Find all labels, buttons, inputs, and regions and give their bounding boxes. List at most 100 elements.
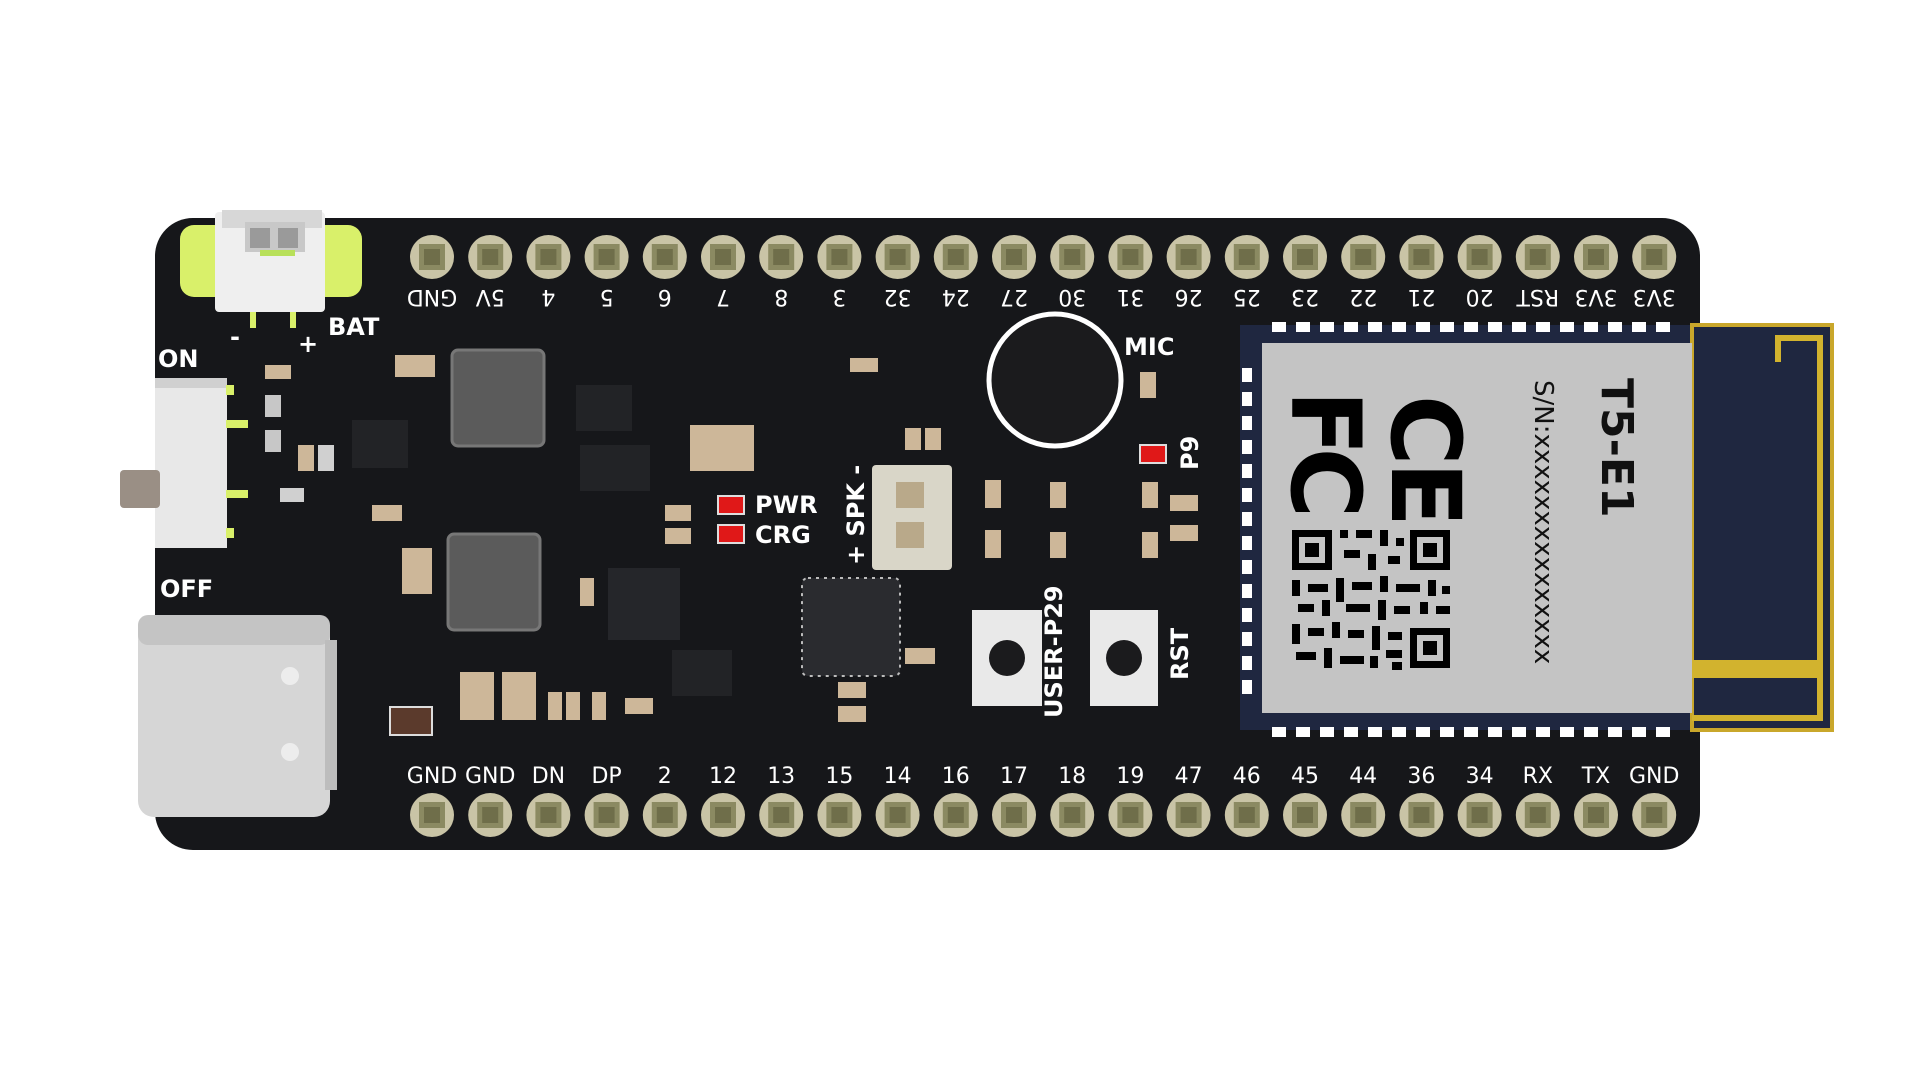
pin-label: 36: [1407, 764, 1435, 789]
ic-chip-1: [576, 385, 632, 431]
header-pin: [584, 793, 629, 837]
header-pin: [933, 235, 978, 279]
pin-label: 15: [825, 764, 853, 789]
module-castellation-bottom: [1272, 727, 1670, 737]
header-pin: [642, 235, 687, 279]
header-pin: [817, 235, 862, 279]
pin-label: 21: [1407, 284, 1435, 309]
header-pin: [875, 793, 920, 837]
pin-label: 32: [884, 284, 912, 309]
header-pin: [875, 235, 920, 279]
switch-on-label: ON: [158, 345, 199, 373]
passive-components: [265, 355, 1198, 736]
pin-label: 27: [1000, 284, 1028, 309]
bat-label: BAT: [328, 313, 380, 341]
pin-label: 2: [658, 764, 672, 789]
pin-label: 6: [658, 284, 672, 309]
pin-label: DP: [591, 764, 621, 789]
header-pin: [817, 793, 862, 837]
header-pin: [1166, 235, 1211, 279]
pin-label: 19: [1116, 764, 1144, 789]
header-pin: [1574, 235, 1618, 279]
pin-label: 47: [1175, 764, 1203, 789]
user-button[interactable]: [972, 610, 1042, 706]
header-pin: [410, 793, 454, 837]
pin-label: 46: [1233, 764, 1261, 789]
pin-label: 16: [942, 764, 970, 789]
header-pin: [933, 793, 978, 837]
bat-plus-label: +: [298, 330, 318, 358]
ic-chip-3: [608, 568, 680, 640]
pin-label: 4: [541, 284, 555, 309]
ce-logo: CE: [1369, 395, 1481, 523]
pin-label: 12: [709, 764, 737, 789]
pin-label: 30: [1058, 284, 1086, 309]
pin-label: 23: [1291, 284, 1319, 309]
header-pin: [1574, 793, 1618, 837]
header-pin: [1399, 793, 1444, 837]
pin-label: 3V3: [1633, 284, 1676, 309]
pin-label: DN: [532, 764, 565, 789]
pin-label: 17: [1000, 764, 1028, 789]
header-pin: [1166, 793, 1211, 837]
fcc-logo: FC: [1269, 390, 1381, 513]
header-pin: [701, 793, 745, 837]
pin-label: RX: [1523, 764, 1553, 789]
qr-code: [1290, 528, 1454, 672]
header-pin: [1341, 793, 1386, 837]
header-pin: [992, 235, 1036, 279]
header-pin: [1283, 235, 1327, 279]
pin-label: 34: [1466, 764, 1494, 789]
header-pin: [1050, 793, 1095, 837]
pin-label: 45: [1291, 764, 1319, 789]
header-pin: [1224, 235, 1269, 279]
header-pin: [992, 793, 1036, 837]
header-pin: [642, 793, 687, 837]
pin-label: 22: [1349, 284, 1377, 309]
pin-label: 8: [774, 284, 788, 309]
pin-label: RST: [1516, 284, 1559, 309]
microphone: [986, 311, 1124, 449]
pin-label: 18: [1058, 764, 1086, 789]
module-castellation-top: [1272, 322, 1670, 332]
header-pin: [1515, 235, 1560, 279]
header-pin: [1515, 793, 1560, 837]
header-pin: [1108, 793, 1153, 837]
header-pin: [526, 235, 571, 279]
crg-led: [717, 524, 745, 544]
serial-number: S/N:xxxxxxxxxxxxxxx: [1528, 380, 1558, 664]
pin-label: GND: [465, 764, 515, 789]
spk-label: + SPK -: [842, 465, 870, 565]
pwr-label: PWR: [755, 491, 818, 519]
header-pin: [1050, 235, 1095, 279]
ic-chip-5: [672, 650, 732, 696]
pwr-led: [717, 495, 745, 515]
ic-chip-4: [352, 420, 408, 468]
user-button-label: USER-P29: [1040, 585, 1068, 718]
header-pin: [1399, 235, 1444, 279]
header-pin: [468, 793, 513, 837]
pin-label: 25: [1233, 284, 1261, 309]
header-pin: [1457, 793, 1502, 837]
switch-off-label: OFF: [160, 575, 213, 603]
header-pin: [1632, 793, 1677, 837]
header-pin: [759, 235, 804, 279]
pin-label: 14: [884, 764, 912, 789]
wireless-module: [1240, 322, 1834, 737]
pin-label: 24: [942, 284, 970, 309]
mic-label: MIC: [1124, 333, 1174, 361]
pin-label: 26: [1175, 284, 1203, 309]
power-switch[interactable]: [120, 378, 248, 548]
header-pin: [1457, 235, 1502, 279]
header-pin: [701, 235, 745, 279]
p9-label: P9: [1176, 436, 1204, 470]
pin-label: 3V3: [1574, 284, 1617, 309]
crg-label: CRG: [755, 521, 811, 549]
reset-button[interactable]: [1090, 610, 1158, 706]
pin-label: 20: [1466, 284, 1494, 309]
header-pin: [410, 235, 454, 279]
speaker-connector: [872, 465, 952, 570]
header-pin: [584, 235, 629, 279]
